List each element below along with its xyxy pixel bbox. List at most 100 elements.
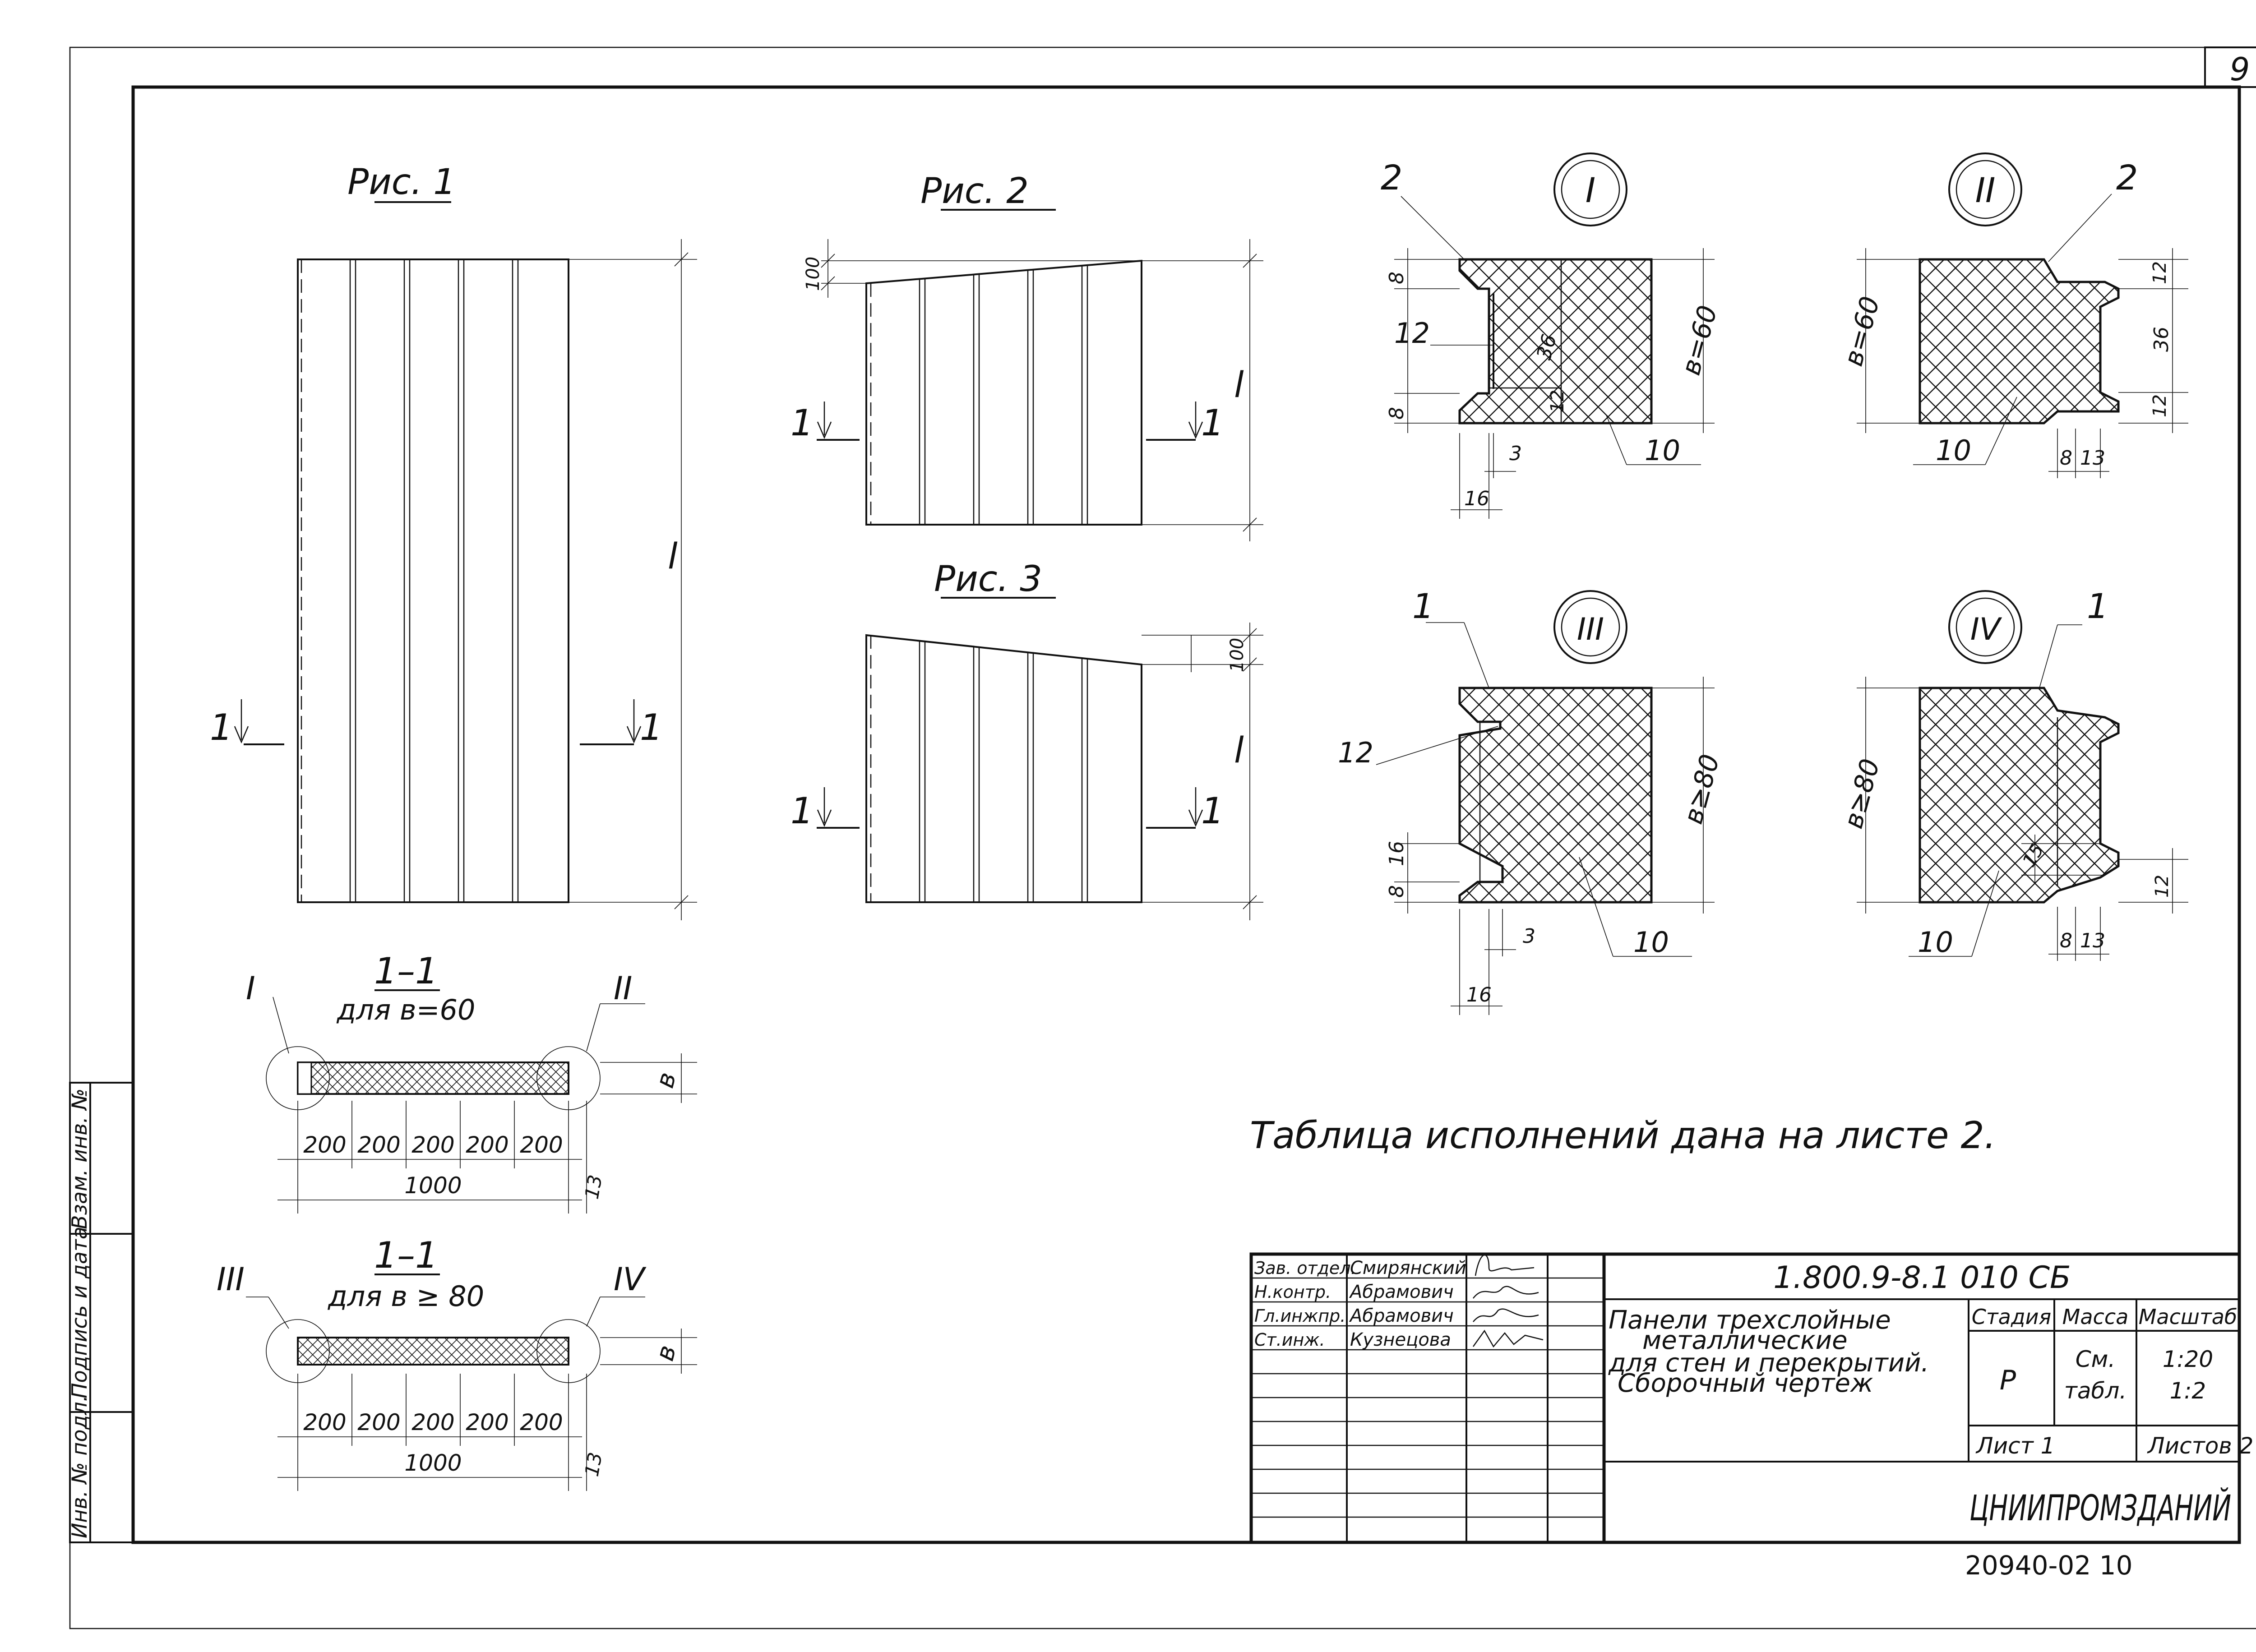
detail-I-dim-12: 12 (1547, 390, 1568, 413)
stage-value: Р (2000, 1365, 2016, 1396)
staff-name-2: Абрамович (1349, 1282, 1454, 1302)
section-a-total: 1000 (404, 1172, 462, 1199)
section-a-module-4: 200 (466, 1132, 509, 1158)
section-b-module-5: 200 (520, 1409, 563, 1435)
detail-I-body (1458, 258, 1653, 425)
stamp-replace-inv: Взам. инв. № (67, 1089, 92, 1229)
figure-1: Рис. 1 l 1 1 (210, 162, 697, 920)
detail-III-dim-16: 16 (1385, 841, 1408, 866)
detail-III-dim-8: 8 (1385, 885, 1408, 898)
detail-III-dim-3: 3 (1523, 925, 1535, 948)
sheets-label: Листов 2 (2147, 1433, 2253, 1459)
section-b-title: 1–1 (374, 1234, 438, 1276)
callout-II: II (614, 970, 632, 1007)
section-b-thickness: в (650, 1342, 682, 1364)
section-a-module-1: 200 (303, 1132, 346, 1158)
title-block: Зав. отдел. Смирянский Н.контр. Абрамови… (1249, 1252, 2253, 1544)
detail-III-label: III (1577, 612, 1604, 647)
staff-role-4: Ст.инж. (1254, 1330, 1325, 1350)
section-b: 1–1 для в ≥ 80 III IV в 200 200 (217, 1234, 697, 1491)
organization: ЦНИИПРОМЗДАНИЙ (1969, 1487, 2231, 1529)
detail-III-height: в≥80 (1678, 751, 1725, 827)
title-line-1: Панели трехслойные (1609, 1306, 1891, 1335)
detail-I-leader-10: 10 (1645, 434, 1680, 467)
detail-III-dim-16b: 16 (1466, 983, 1492, 1006)
section-a-subtitle: для в=60 (337, 993, 476, 1026)
section-a-module-3: 200 (411, 1132, 454, 1158)
fig3-panel (865, 634, 1142, 903)
callout-IV: IV (614, 1261, 647, 1298)
detail-II-dim-8: 8 (2060, 447, 2072, 470)
detail-II: II 2 10 в=60 12 36 12 8 13 (1838, 152, 2188, 478)
scale-value-2: 1:2 (2170, 1378, 2206, 1404)
detail-IV-dim-12: 12 (2152, 875, 2173, 898)
staff-name-3: Абрамович (1349, 1306, 1454, 1326)
col-mass: Масса (2062, 1305, 2129, 1329)
detail-I-dim-top: 8 (1385, 272, 1408, 284)
fig1-length-dim: l (668, 536, 678, 577)
sheet-number: 9 (2230, 51, 2250, 88)
fig3-section-right: 1 (1201, 790, 1224, 832)
fig2-length-dim: l (1234, 365, 1244, 406)
figure-3: Рис. 3 100 l 1 1 (791, 559, 1263, 920)
detail-I-leader-12: 12 (1394, 317, 1430, 350)
fig2-panel (865, 259, 1142, 526)
section-a-title: 1–1 (374, 950, 438, 992)
detail-II-leader-10: 10 (1936, 434, 1971, 467)
staff-name-4: Кузнецова (1350, 1329, 1451, 1350)
section-b-module-1: 200 (303, 1409, 346, 1435)
detail-I: I 2 12 10 8 8 36 12 3 1 (1381, 152, 1723, 519)
stamp-inv-no: Инв. № подл. (67, 1395, 92, 1538)
detail-II-height: в=60 (1838, 293, 1886, 369)
section-b-panel (297, 1337, 569, 1366)
section-b-module-2: 200 (357, 1409, 400, 1435)
detail-IV-dim-13: 13 (2080, 929, 2105, 952)
detail-I-height: в=60 (1675, 302, 1723, 378)
fig1-section-right: 1 (640, 706, 663, 748)
sheet-label: Лист 1 (1975, 1433, 2055, 1459)
detail-II-dim-13: 13 (2080, 447, 2105, 470)
fig1-title: Рис. 1 (347, 162, 456, 203)
section-a-panel (297, 1061, 569, 1095)
fig2-section-right: 1 (1201, 402, 1224, 444)
section-b-module-4: 200 (466, 1409, 509, 1435)
detail-IV-height: в≥80 (1838, 756, 1886, 832)
detail-II-dim-12-bottom: 12 (2150, 394, 2170, 417)
callout-III: III (217, 1261, 245, 1298)
side-stamp: Инв. № подл. Подпись и дата Взам. инв. № (67, 1082, 134, 1543)
sheet-number-box (2204, 46, 2256, 88)
col-scale: Масштаб (2139, 1305, 2238, 1329)
fig3-offset-dim: 100 (1227, 638, 1248, 672)
fig2-section-left: 1 (791, 402, 814, 444)
document-code: 1.800.9-8.1 010 СБ (1773, 1260, 2071, 1296)
table-note: Таблица исполнений дана на листе 2. (1250, 1114, 1996, 1157)
detail-I-label: I (1586, 170, 1595, 210)
staff-role-3: Гл.инжпр. (1254, 1306, 1345, 1326)
fig2-offset-dim: 100 (803, 257, 823, 291)
section-a-thickness: в (650, 1069, 682, 1091)
figure-2: Рис. 2 100 l (791, 171, 1263, 541)
bottom-code: 20940-02 10 (1965, 1550, 2132, 1581)
staff-role-1: Зав. отдел. (1254, 1258, 1356, 1278)
detail-I-leader-2: 2 (1381, 157, 1402, 198)
fig2-title: Рис. 2 (920, 171, 1029, 212)
callout-I: I (246, 970, 255, 1007)
signatures (1472, 1254, 1544, 1348)
title-line-4: Сборочный чертеж (1618, 1369, 1873, 1398)
staff-role-2: Н.контр. (1254, 1282, 1331, 1302)
col-stage: Стадия (1972, 1305, 2051, 1329)
fig3-title: Рис. 3 (934, 559, 1042, 600)
detail-III-leader-1: 1 (1412, 586, 1434, 626)
section-a-offset: 13 (581, 1173, 607, 1201)
section-b-offset: 13 (581, 1451, 607, 1478)
detail-II-leader-2: 2 (2116, 157, 2138, 198)
section-b-total: 1000 (404, 1450, 462, 1476)
detail-IV-leader-10: 10 (1918, 926, 1953, 959)
detail-III: III 1 12 10 16 8 3 16 в≥80 (1338, 586, 1725, 1015)
scale-value-1: 1:20 (2163, 1346, 2213, 1372)
detail-IV-leader-1: 1 (2087, 586, 2108, 626)
detail-I-dim-16: 16 (1464, 487, 1489, 510)
outer-border (69, 46, 2256, 1629)
detail-I-dim-3: 3 (1509, 442, 1522, 465)
